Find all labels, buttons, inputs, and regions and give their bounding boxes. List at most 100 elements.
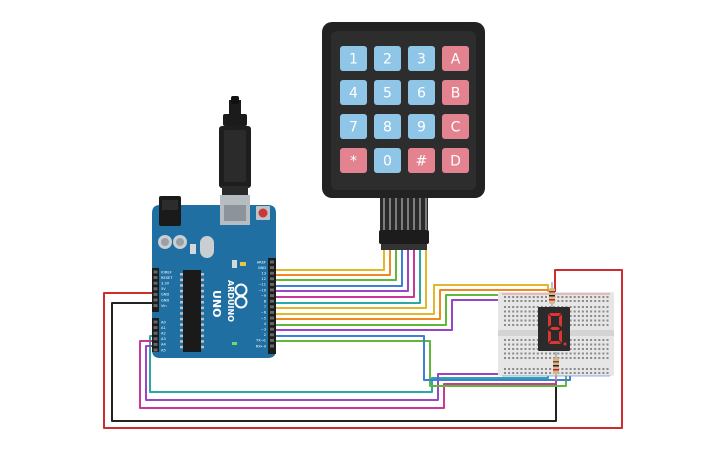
keypad-key-5[interactable]: 5 bbox=[374, 80, 401, 105]
keypad-key-7[interactable]: B bbox=[442, 80, 469, 105]
keypad-key-label: 7 bbox=[349, 120, 358, 136]
digital-pin-label: ~9 bbox=[261, 294, 267, 298]
digital-pin[interactable] bbox=[270, 316, 274, 320]
keypad-key-6[interactable]: 6 bbox=[408, 80, 435, 105]
analog-pin-label: A4 bbox=[161, 343, 166, 347]
digital-pin-label: 8 bbox=[264, 300, 267, 304]
keypad-key-14[interactable]: # bbox=[408, 148, 435, 173]
wire-keypad-6[interactable] bbox=[276, 250, 415, 298]
wire-seg-f[interactable] bbox=[139, 340, 557, 409]
keypad-key-label: 1 bbox=[349, 52, 358, 68]
display-digit bbox=[548, 313, 567, 346]
keypad-key-10[interactable]: 9 bbox=[408, 114, 435, 139]
wire-seg-com[interactable] bbox=[276, 335, 571, 381]
keypad-key-label: A bbox=[451, 52, 461, 68]
power-pin-label: GND bbox=[161, 293, 169, 297]
power-pin[interactable] bbox=[153, 281, 158, 285]
keypad-key-15[interactable]: D bbox=[442, 148, 469, 173]
keypad-key-8[interactable]: 7 bbox=[340, 114, 367, 139]
power-pin-label: IOREF bbox=[161, 270, 172, 274]
power-pin-label: 3.3V bbox=[161, 282, 170, 286]
digital-pin[interactable] bbox=[270, 338, 274, 342]
brand-text: ARDUINO bbox=[226, 280, 235, 322]
keypad-key-label: 9 bbox=[417, 120, 426, 136]
wire-keypad-7[interactable] bbox=[276, 250, 421, 304]
analog-pin[interactable] bbox=[153, 348, 158, 352]
wire-keypad-3[interactable] bbox=[276, 250, 397, 281]
power-pin-label: 5V bbox=[161, 287, 166, 291]
keypad-ribbon bbox=[379, 190, 429, 250]
keypad-key-11[interactable]: C bbox=[442, 114, 469, 139]
usb-cable bbox=[219, 96, 251, 198]
segment-f bbox=[548, 314, 551, 327]
analog-pin[interactable] bbox=[153, 337, 158, 341]
keypad-key-13[interactable]: 0 bbox=[374, 148, 401, 173]
analog-pin[interactable] bbox=[153, 326, 158, 330]
digital-pin[interactable] bbox=[270, 288, 274, 292]
segment-b bbox=[559, 314, 562, 327]
seven-segment-display bbox=[538, 307, 570, 351]
digital-pin-label: ~10 bbox=[258, 288, 266, 292]
analog-pin[interactable] bbox=[153, 320, 158, 324]
power-pin[interactable] bbox=[153, 304, 158, 308]
keypad-key-9[interactable]: 8 bbox=[374, 114, 401, 139]
digital-pin[interactable] bbox=[270, 305, 274, 309]
analog-pin[interactable] bbox=[153, 331, 158, 335]
digital-pin-label: RX←0 bbox=[256, 344, 267, 348]
keypad-key-label: 4 bbox=[349, 86, 358, 102]
digital-pin-label: ~3 bbox=[261, 328, 266, 332]
power-pin[interactable] bbox=[153, 276, 158, 280]
digital-pin-label: 12 bbox=[261, 277, 266, 281]
segment-a bbox=[549, 313, 561, 316]
digital-pin[interactable] bbox=[270, 277, 274, 281]
crystal bbox=[200, 236, 214, 258]
digital-pin[interactable] bbox=[270, 322, 274, 326]
digital-pin-label: AREF bbox=[257, 260, 266, 264]
keypad-key-12[interactable]: * bbox=[340, 148, 367, 173]
digital-pin[interactable] bbox=[270, 310, 274, 314]
digital-pin[interactable] bbox=[270, 333, 274, 337]
keypad-key-1[interactable]: 2 bbox=[374, 46, 401, 71]
keypad-key-4[interactable]: 4 bbox=[340, 80, 367, 105]
digital-pin[interactable] bbox=[270, 299, 274, 303]
digital-pin[interactable] bbox=[270, 271, 274, 275]
power-pin[interactable] bbox=[153, 287, 158, 291]
digital-pin-label: 7 bbox=[264, 305, 266, 309]
digital-pin[interactable] bbox=[270, 344, 274, 348]
wire-seg-a[interactable] bbox=[276, 284, 549, 315]
power-pin[interactable] bbox=[153, 298, 158, 302]
segment-c bbox=[559, 330, 562, 343]
wire-keypad-2[interactable] bbox=[276, 250, 391, 276]
model-text: UNO bbox=[210, 290, 223, 318]
keypad-key-label: # bbox=[416, 154, 428, 170]
reset-button[interactable] bbox=[256, 206, 270, 220]
keypad-key-2[interactable]: 3 bbox=[408, 46, 435, 71]
keypad-key-3[interactable]: A bbox=[442, 46, 469, 71]
keypad-key-0[interactable]: 1 bbox=[340, 46, 367, 71]
resistor-top bbox=[549, 282, 555, 312]
wire-keypad-1[interactable] bbox=[276, 250, 385, 271]
wire-keypad-8[interactable] bbox=[276, 250, 427, 309]
analog-pin[interactable] bbox=[153, 342, 158, 346]
segment-dp bbox=[563, 342, 567, 346]
wire-keypad-4[interactable] bbox=[276, 250, 403, 287]
power-pin[interactable] bbox=[153, 292, 158, 296]
power-pin[interactable] bbox=[153, 270, 158, 274]
wire-seg-e[interactable] bbox=[149, 335, 549, 393]
arduino-uno-board: ARDUINO UNO AREFGND1312~11~10~987~6~54~3… bbox=[152, 96, 276, 358]
digital-pin[interactable] bbox=[270, 327, 274, 331]
digital-pin[interactable] bbox=[270, 294, 274, 298]
wire-5v-red[interactable] bbox=[103, 269, 623, 429]
digital-pin-label: ~5 bbox=[261, 316, 266, 320]
analog-pin-label: A2 bbox=[161, 332, 166, 336]
digital-pin[interactable] bbox=[270, 282, 274, 286]
arduino-logo: ARDUINO UNO bbox=[210, 280, 248, 322]
wire-keypad-5[interactable] bbox=[276, 250, 409, 292]
digital-pin[interactable] bbox=[270, 266, 274, 270]
keypad-key-label: * bbox=[350, 154, 357, 170]
wire-gnd-black[interactable] bbox=[111, 302, 557, 422]
digital-pin-label: TX→1 bbox=[255, 339, 266, 343]
digital-pin[interactable] bbox=[270, 260, 274, 264]
